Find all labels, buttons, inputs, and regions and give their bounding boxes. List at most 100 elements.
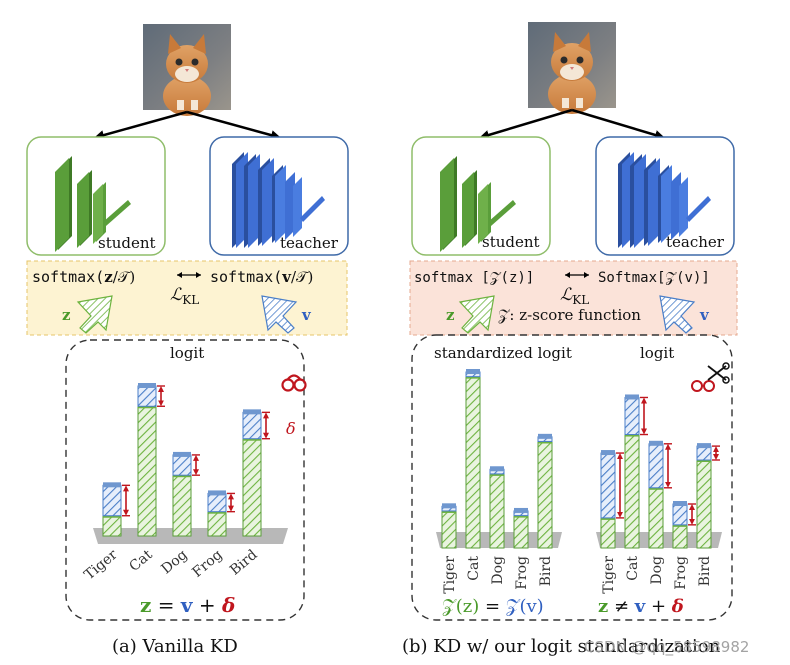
arrow-to-teacher-a: [186, 110, 281, 140]
teacher-bar-top: [649, 440, 663, 446]
teacher-bar-segment: [172, 454, 192, 476]
student-bar: [648, 487, 664, 549]
student-bar: [600, 517, 616, 549]
teacher-bar-top: [673, 501, 687, 506]
student-network-icon-b: [440, 156, 516, 252]
teacher-bar-top: [173, 451, 191, 457]
category-label: Tiger: [601, 556, 617, 594]
category-label: Bird: [538, 556, 554, 586]
equation-left-b: 𝒵(z) = 𝒵(v): [442, 596, 544, 617]
z-label-b: z: [446, 306, 455, 324]
student-label-b: student: [482, 233, 540, 251]
equation-right-b: z ≠ v + δ: [598, 596, 684, 617]
teacher-down-arrow-icon-a: [261, 295, 298, 334]
kl-loss-a: ℒKL: [170, 285, 199, 307]
category-label: Dog: [490, 556, 506, 585]
student-bar: [513, 515, 529, 549]
kitten-image-b: [528, 22, 616, 114]
teacher-bar-top: [138, 383, 156, 388]
category-label: Tiger: [81, 547, 120, 584]
teacher-bar-segment: [242, 411, 262, 440]
category-label: Cat: [625, 556, 641, 581]
student-bar: [465, 376, 481, 549]
teacher-bar-top: [625, 394, 639, 400]
kl-loss-b: ℒKL: [560, 285, 589, 307]
teacher-bar-top: [538, 433, 552, 439]
category-label: Dog: [158, 547, 190, 578]
teacher-bar-top: [103, 482, 121, 488]
teacher-bar-top: [490, 466, 504, 472]
teacher-bar-segment: [207, 492, 227, 513]
panel-b: student teacher softmax [𝒵(z)] Softmax[𝒵…: [402, 22, 749, 657]
teacher-bar-segment: [600, 452, 616, 519]
student-bar: [102, 515, 122, 537]
category-label: Bird: [227, 547, 261, 579]
student-network-icon-a: [55, 156, 131, 252]
teacher-bar-segment: [672, 503, 688, 526]
standardized-logit-chart-b: Tiger Cat Dog Frog Bird: [441, 369, 554, 594]
category-label: Cat: [126, 547, 155, 575]
student-down-arrow-icon-a: [76, 295, 113, 334]
category-label: Bird: [697, 556, 713, 586]
softmax-panel-a: [26, 260, 348, 336]
student-bar: [441, 510, 457, 549]
teacher-bar-top: [466, 369, 480, 374]
teacher-bar-top: [208, 490, 226, 496]
v-label-a: v: [301, 306, 312, 324]
category-label: Tiger: [442, 556, 458, 594]
softmax-teacher-b: Softmax[𝒵(v)]: [598, 270, 710, 286]
category-label: Cat: [466, 556, 482, 581]
student-bar: [489, 473, 505, 549]
teacher-bar-top: [697, 443, 711, 449]
teacher-label-b: teacher: [666, 233, 725, 251]
student-bar: [172, 474, 192, 537]
kl-double-arrow-icon-b: [565, 272, 589, 278]
equation-a: z = v + δ: [140, 593, 235, 617]
student-bar: [137, 405, 157, 537]
broken-handcuff-scissors-icon-b: [691, 362, 730, 392]
z-label-a: z: [62, 306, 71, 324]
teacher-bar-top: [442, 503, 456, 509]
student-label-a: student: [98, 234, 156, 252]
student-bar: [672, 524, 688, 549]
teacher-bar-segment: [648, 443, 664, 489]
v-label-b: v: [699, 306, 710, 324]
handcuff-icon-a: [281, 374, 307, 392]
category-label: Frog: [189, 547, 225, 581]
student-bar: [696, 459, 712, 549]
arrow-to-student-b: [479, 108, 573, 140]
right-chart-title-b: logit: [640, 344, 674, 362]
softmax-teacher-a: softmax(v/𝒯): [210, 268, 313, 286]
teacher-network-icon-a: [232, 152, 325, 248]
panel-a: student teacher softmax(z/𝒯) softmax(v/𝒯…: [26, 24, 349, 657]
student-down-arrow-icon-b: [458, 295, 495, 334]
teacher-network-icon-b: [618, 152, 711, 248]
student-bar: [537, 440, 553, 549]
student-bar: [624, 434, 640, 549]
student-bar: [207, 511, 227, 537]
kitten-image-a: [143, 24, 231, 116]
softmax-student-a: softmax(z/𝒯): [32, 268, 135, 286]
watermark: CSDN @qq_58598982: [584, 638, 749, 657]
teacher-bar-segment: [102, 484, 122, 517]
zscore-label-b: 𝒵: z-score function: [498, 306, 641, 324]
logit-chart-b: Tiger Cat Dog Frog Bird: [600, 394, 720, 594]
category-label: Dog: [649, 556, 665, 585]
category-label: Frog: [673, 556, 689, 590]
teacher-down-arrow-icon-b: [659, 295, 696, 334]
arrow-to-teacher-b: [571, 108, 665, 140]
logit-chart-box-b: [411, 334, 733, 621]
teacher-bar-top: [514, 507, 528, 513]
category-label: Frog: [514, 556, 530, 590]
logit-chart-box-a: [65, 339, 305, 621]
caption-a: (a) Vanilla KD: [112, 636, 238, 657]
delta-label-a: δ: [286, 419, 296, 438]
teacher-bar-segment: [696, 445, 712, 461]
student-bar: [242, 438, 262, 537]
teacher-bar-segment: [137, 385, 157, 407]
chart-title-a: logit: [170, 344, 204, 362]
left-chart-title-b: standardized logit: [434, 344, 572, 362]
teacher-label-a: teacher: [280, 234, 339, 252]
